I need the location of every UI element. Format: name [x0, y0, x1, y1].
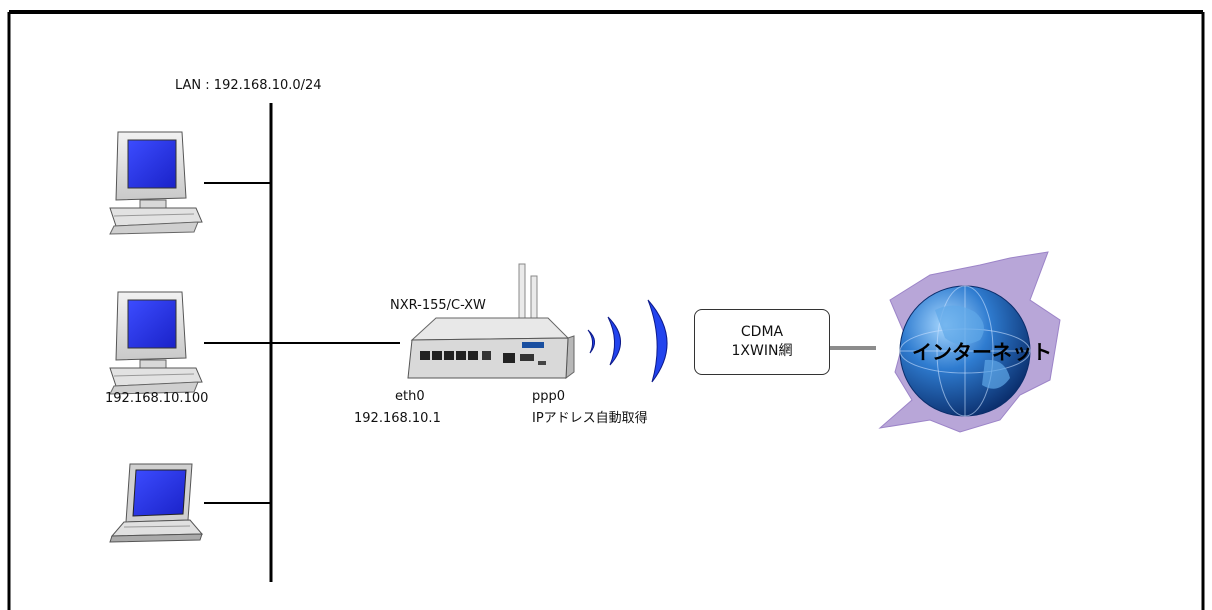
internet-label: インターネット: [912, 340, 1052, 364]
desktop-pc-icon: [109, 291, 203, 395]
diagram-frame: [7, 10, 1205, 610]
eth0-ip-label: 192.168.10.1: [354, 411, 441, 426]
ppp0-interface-label: ppp0: [532, 389, 566, 404]
ppp0-ip-label: IPアドレス自動取得: [532, 411, 648, 426]
internet-globe-icon: [878, 251, 1061, 433]
cdma-network-line2: 1XWIN網: [731, 343, 793, 359]
lan-bus: [204, 103, 400, 582]
wireless-signal-icon: [587, 299, 668, 383]
desktop-pc-icon: [109, 131, 203, 235]
router-model-label: NXR-155/C-XW: [390, 298, 486, 313]
router-icon: [407, 263, 575, 380]
lan-subnet-label: LAN : 192.168.10.0/24: [175, 78, 322, 93]
host-ip-label: 192.168.10.100: [105, 391, 209, 406]
eth0-interface-label: eth0: [395, 389, 425, 404]
cdma-network-box: CDMA 1XWIN網: [694, 309, 830, 375]
cdma-network-line1: CDMA: [740, 324, 784, 340]
laptop-icon: [109, 463, 204, 543]
